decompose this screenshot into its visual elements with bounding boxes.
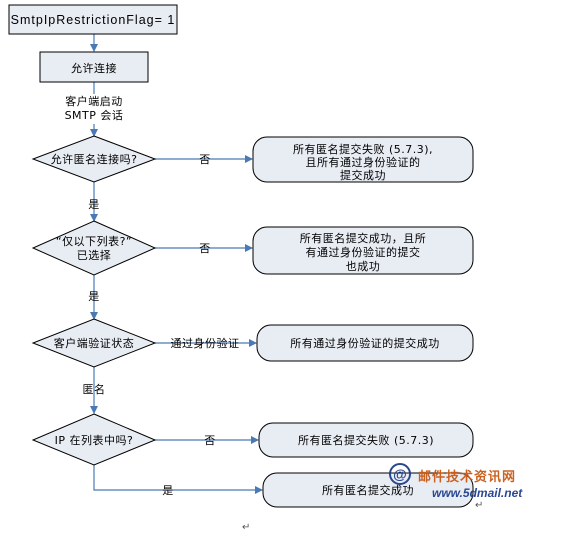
result1-line2: 且所有通过身份验证的 (306, 155, 421, 169)
label-no-4: 否 (204, 434, 216, 447)
label-anonymous: 匿名 (83, 382, 106, 396)
start-box-label: SmtpIpRestrictionFlag= 1 (11, 13, 176, 27)
result-anonymous-fail (258, 422, 474, 458)
result3-label: 所有通过身份验证的提交成功 (290, 336, 440, 350)
result5-label: 所有匿名提交成功 (322, 483, 414, 497)
result2-line3: 也成功 (346, 260, 381, 273)
result2-line2: 有通过身份验证的提交 (306, 245, 421, 259)
allow-connection-box (39, 51, 149, 83)
decision-only-list-selected (31, 220, 157, 276)
connectors (90, 34, 263, 494)
label-authenticated: 通过身份验证 (171, 336, 240, 350)
return-mark-2: ↵ (475, 500, 483, 511)
decision-allow-anonymous-label: 允许匿名连接吗? (51, 152, 138, 166)
decision-allow-anonymous (31, 135, 157, 183)
arrow-decision4-yes (93, 465, 263, 494)
decision-ip-in-list (31, 413, 157, 466)
result-anonymous-success (262, 472, 474, 508)
decision-client-auth-state-label: 客户端验证状态 (54, 336, 135, 350)
result-anonymous-fail-auth-success (252, 136, 474, 183)
label-yes-4: 是 (162, 484, 174, 497)
result4-label: 所有匿名提交失败 (5.7.3) (298, 433, 434, 447)
decision-ip-in-list-label: IP 在列表中吗? (55, 433, 134, 447)
watermark: @ 邮件技术资讯网 www.5dmail.net (389, 463, 523, 500)
watermark-logo-icon (389, 463, 411, 485)
result2-line1: 所有匿名提交成功，且所 (300, 231, 427, 245)
watermark-url: www.5dmail.net (432, 486, 523, 500)
result-all-success (252, 226, 474, 275)
start-box (8, 4, 178, 35)
allow-connection-label: 允许连接 (71, 61, 117, 75)
return-mark-1: ↵ (242, 522, 250, 533)
label-no-2: 否 (199, 242, 211, 255)
result-auth-success (256, 324, 474, 362)
watermark-cn: 邮件技术资讯网 (418, 469, 516, 485)
result1-line1: 所有匿名提交失败 (5.7.3), (293, 142, 433, 156)
decision-only-list-line1: “仅以下列表?” (56, 234, 132, 248)
label-no-1: 否 (199, 153, 211, 166)
decision-only-list-line2: 已选择 (77, 248, 112, 262)
result1-line3: 提交成功 (340, 168, 386, 182)
session-start-line1: 客户端启动 (65, 94, 123, 108)
label-yes-1: 是 (88, 198, 100, 211)
label-yes-2: 是 (88, 290, 100, 303)
session-start-line2: SMTP 会话 (65, 109, 124, 122)
watermark-logo-char: @ (393, 466, 407, 482)
decision-client-auth-state (31, 318, 157, 368)
